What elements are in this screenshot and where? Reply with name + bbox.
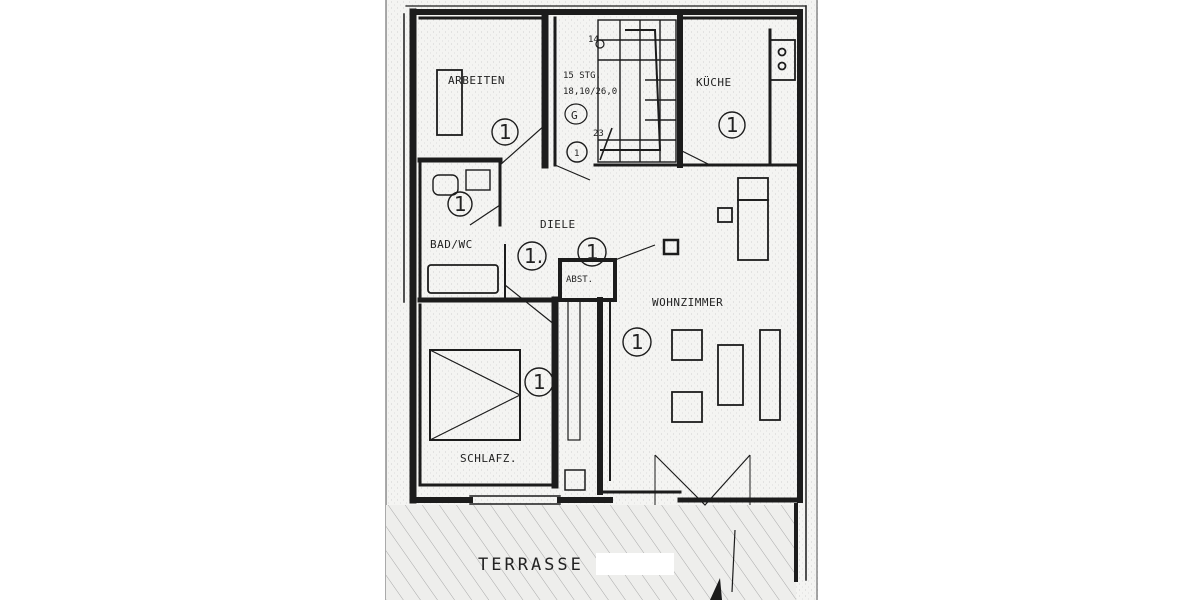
furniture (427, 39, 796, 441)
marker-kueche: 1 (726, 113, 739, 137)
room-label-abst: ABST. (566, 275, 593, 285)
stair-marker-label: G (571, 109, 578, 122)
marker-wohnzimmer: 1 (631, 330, 644, 354)
sofa (759, 329, 781, 421)
redaction-box (596, 553, 674, 575)
stair-ratio-label: 18,10/26,0 (563, 87, 617, 97)
bathtub (427, 264, 499, 294)
interior-walls (417, 14, 802, 495)
room-label-wohnzimmer: WOHNZIMMER (652, 296, 723, 309)
desk (436, 69, 463, 136)
coffee-table (717, 344, 744, 406)
marker-diele-right: 1 (586, 240, 599, 264)
stair-steps-label: 15 STG. (563, 71, 601, 81)
terrace-area (386, 505, 796, 600)
stair-marker-circle (564, 103, 588, 125)
stair-bottom-step: 23 (593, 129, 604, 139)
door-swings (429, 124, 751, 506)
room-label-arbeiten: ARBEITEN (448, 74, 505, 87)
room-label-schlafen: SCHLAFZ. (460, 452, 517, 465)
kitchen-counter (769, 39, 796, 81)
marker-schlafen: 1 (533, 370, 546, 394)
stair-top-step: 14 (588, 35, 599, 45)
marker-diele-left: 1. (524, 244, 543, 268)
marker-arbeiten: 1 (499, 120, 512, 144)
marker-bad: 1 (454, 192, 467, 216)
outer-walls (403, 5, 807, 582)
armchair-bottom (671, 391, 703, 423)
terrace-arrow (710, 578, 722, 600)
room-label-terrasse: TERRASSE (478, 555, 584, 575)
room-markers (447, 111, 746, 397)
room-label-diele: DIELE (540, 218, 576, 231)
room-label-bad: BAD/WC (430, 238, 473, 251)
marker-stairs: 1 (574, 149, 579, 159)
room-label-kueche: KÜCHE (696, 76, 732, 89)
staircase (595, 19, 677, 163)
armchair-top (671, 329, 703, 361)
